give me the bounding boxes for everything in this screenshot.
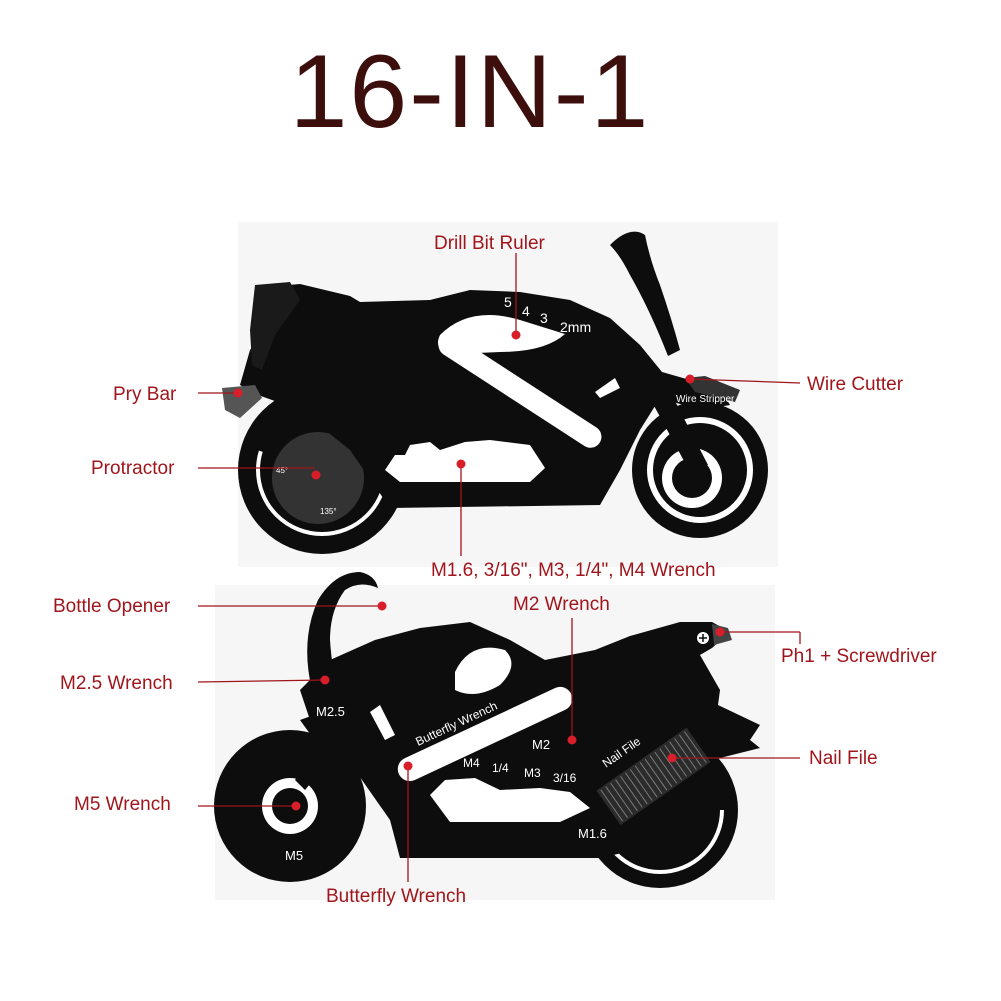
wire-stripper-engraving: Wire Stripper	[676, 394, 735, 405]
ruler-mark-4: 4	[522, 303, 530, 319]
top-callout-lines	[198, 253, 801, 556]
bottom-wrench-cutout	[430, 778, 590, 822]
drill-ruler-cutout	[437, 315, 565, 354]
bottom-window-cutout	[455, 647, 512, 694]
ph1-screwdriver-label: Ph1 + Screwdriver	[781, 646, 937, 667]
top-front-wheel-ring	[647, 417, 753, 523]
top-motorcycle: 5 4 3 2mm Wire Stripper 45° 135°	[222, 231, 768, 554]
protractor-label: Protractor	[91, 458, 175, 479]
m2-5-engraving: M2.5	[316, 704, 345, 719]
top-tail	[250, 282, 300, 370]
m2-5-wrench-label: M2.5 Wrench	[60, 673, 173, 694]
top-slot-cutout	[438, 334, 602, 448]
ruler-mark-3: 3	[540, 310, 548, 326]
pry-bar-label: Pry Bar	[113, 384, 177, 405]
bottom-callout-lines	[197, 605, 801, 882]
top-front-hub	[672, 458, 712, 498]
page-title: 16-IN-1	[289, 34, 651, 150]
m4-engraving: M4	[463, 756, 480, 770]
top-callout-dots	[233, 330, 695, 480]
m2-engraving: M2	[532, 737, 550, 752]
wrench-set-cutout	[385, 440, 545, 482]
top-bike-body	[240, 284, 730, 508]
angle-135-engraving: 135°	[320, 507, 337, 516]
m5-engraving: M5	[285, 848, 303, 863]
pry-bar	[222, 385, 262, 418]
nail-file-label: Nail File	[809, 748, 878, 769]
m2-wrench-label: M2 Wrench	[513, 594, 610, 615]
quarter-engraving: 1/4	[492, 761, 509, 775]
bottle-opener-label: Bottle Opener	[53, 596, 171, 617]
bottom-callout-dots	[291, 601, 725, 811]
nail-file	[596, 727, 711, 826]
bottom-motorcycle: M2.5 Butterfly Wrench M2 M4 1/4 M3 3/16 …	[214, 572, 760, 888]
top-windscreen	[610, 231, 680, 356]
wrench-set-label: M1.6, 3/16", M3, 1/4", M4 Wrench	[431, 560, 716, 581]
bottom-rear-fin	[690, 655, 720, 705]
angle-45-engraving: 45°	[276, 466, 288, 475]
three-sixteenth-engraving: 3/16	[553, 771, 577, 785]
m3-engraving: M3	[524, 766, 541, 780]
bottom-vent-cutout	[370, 705, 395, 740]
m5-wrench-label: M5 Wrench	[74, 794, 171, 815]
phillips-screw-icon	[697, 632, 709, 644]
butterfly-slot-cutout	[397, 686, 573, 782]
butterfly-wrench-label: Butterfly Wrench	[326, 886, 467, 907]
wire-cutter-tip	[685, 376, 740, 402]
wire-cutter-label: Wire Cutter	[807, 374, 904, 395]
ruler-mark-2mm: 2mm	[560, 319, 591, 335]
ruler-mark-5: 5	[504, 294, 512, 310]
top-vent-cutout	[595, 378, 620, 398]
m1-6-engraving: M1.6	[578, 826, 607, 841]
bottle-opener-hook	[307, 572, 378, 690]
drill-bit-ruler-label: Drill Bit Ruler	[434, 233, 545, 254]
